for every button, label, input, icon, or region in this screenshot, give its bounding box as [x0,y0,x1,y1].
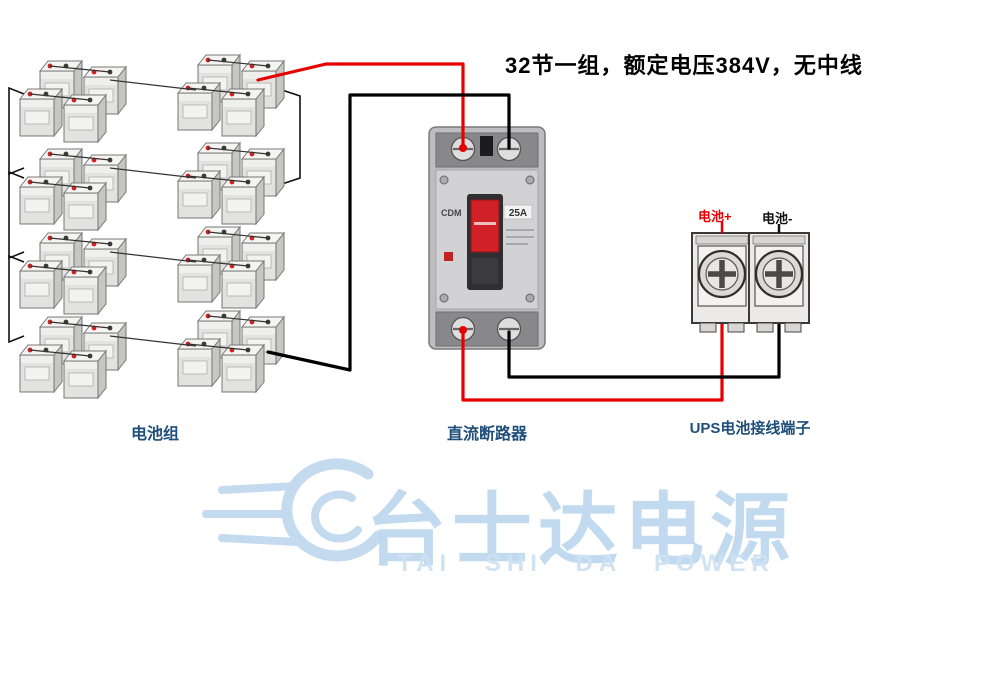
battery [63,94,107,143]
ups-terminal-block [691,222,810,333]
positive-wire-breaker-to-terminal [461,314,724,402]
breaker-rocker-switch[interactable] [470,199,500,253]
negative-wire-breaker-to-terminal [507,314,781,379]
breaker-indicator [444,252,453,261]
positive-wire-battery-to-breaker [256,62,465,150]
breaker-rating-text: 25A [509,208,527,219]
watermark-chinese-text: 台士达电源 [366,486,796,575]
battery-jumper-wires [29,59,269,357]
page-title: 32节一组，额定电压384V，无中线 [505,53,863,78]
battery-group-label: 电池组 [130,426,179,443]
battery [63,350,107,399]
negative-wire-battery-to-breaker [266,93,511,372]
battery-cluster [177,142,285,225]
battery-cluster [177,226,285,309]
breaker-case-screws [439,175,535,303]
battery [63,266,107,315]
terminal-positive [691,232,753,333]
watermark-english-text: TAI SHI DA POWER [397,550,775,577]
battery-cluster [177,54,285,137]
battery-cluster [19,60,127,143]
battery-cluster [19,148,127,231]
battery [221,88,265,137]
dc-breaker: 25A CDM [428,126,546,350]
ups-terminal-label: UPS电池接线端子 [689,420,811,437]
terminal-negative [748,232,810,333]
wires [256,62,781,402]
breaker-spec-lines [506,229,534,245]
battery [221,176,265,225]
breaker-brand-text: CDM [441,208,462,218]
battery [221,260,265,309]
battery-cluster [19,232,127,315]
battery [63,182,107,231]
battery-cluster [19,316,127,399]
battery [221,344,265,393]
battery-series-links [8,86,301,344]
battery-group [8,54,301,399]
breaker-label: 直流断路器 [446,426,527,443]
terminal-negative-label: 电池- [762,211,793,226]
watermark-logo-icon [202,458,384,562]
terminal-positive-label: 电池+ [698,209,732,224]
